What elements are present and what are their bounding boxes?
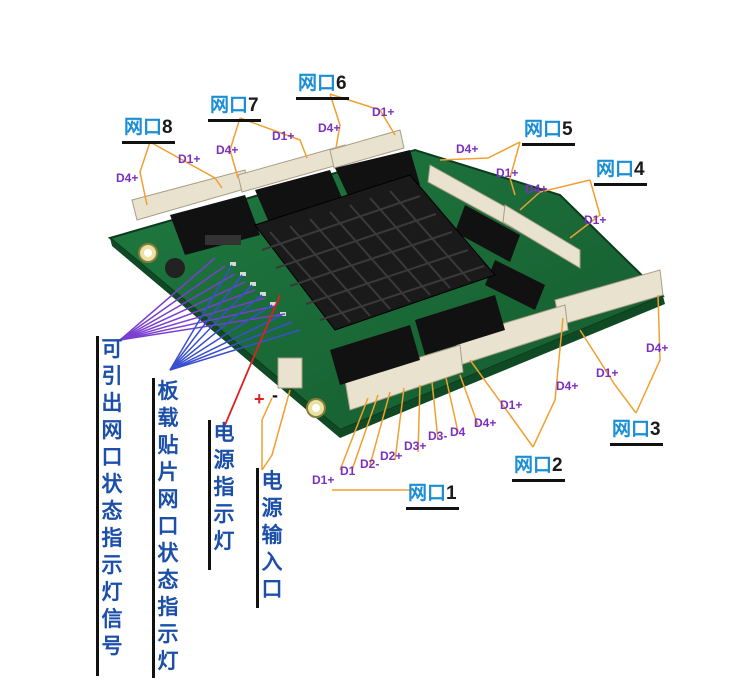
port-label-7: 网口7 [208,95,261,122]
pin-label: D4+ [116,171,139,185]
onboard-led-lines [169,264,301,371]
onboard-led-label: 板载贴片网口状态指示灯 [157,380,179,673]
pin-label: D2+ [380,449,403,463]
pin-label: D4+ [318,121,341,135]
power-minus-sign: - [272,385,278,405]
port-1-text: 网口1 [408,483,457,504]
pin-label: D1+ [312,473,335,487]
pin-label: D4+ [474,416,497,430]
port-label-3: 网口3 [610,419,663,446]
port-7-text: 网口7 [210,95,259,116]
pin-label: D4+ [646,341,669,355]
port-label-2: 网口2 [512,455,565,482]
connector-port4 [502,204,581,269]
port-label-6: 网口6 [296,73,349,100]
pin-label: D4+ [216,143,239,157]
port-label-4: 网口4 [594,159,647,186]
port-label-8: 网口8 [122,117,175,144]
power-led-label: 电源指示灯 [213,422,235,553]
pin-label: D4 [450,425,466,439]
port-3-text: 网口3 [612,419,661,440]
led-signal-label: 可引出网口状态指示灯信号 [101,338,123,658]
power-led-bar [208,420,211,570]
pin-label: D2- [360,457,380,471]
pin-label: D4+ [525,182,548,196]
power-input-label: 电源输入口 [261,470,283,601]
power-led-line [224,294,281,426]
pin-label: D3- [428,429,448,443]
pin-label: D4+ [456,142,479,156]
connector-port6 [329,129,405,169]
pin-label: D1+ [272,129,295,143]
pin-label: D1+ [178,152,201,166]
port-8-text: 网口8 [124,117,173,138]
connector-port1 [344,344,464,411]
power-input-bracket [261,397,273,470]
onboard-led-bar [152,378,155,678]
port-label-1: 网口1 [406,483,459,510]
power-plus-sign: + [254,389,265,409]
port-5-text: 网口5 [524,119,573,140]
pin-label: D1+ [496,166,519,180]
led-signal-bar [96,336,99,676]
pin-label: D1+ [584,213,607,227]
pin-label: D3+ [404,439,427,453]
port-2-text: 网口2 [514,455,563,476]
pin-label: D4+ [556,379,579,393]
power-input-connector [277,357,303,389]
pin-label: D1+ [596,366,619,380]
port-4-text: 网口4 [596,159,645,180]
pin-label: D1+ [500,398,523,412]
port-6-text: 网口6 [298,73,347,94]
pin-label: D1+ [372,105,395,119]
pin-label: D1 [340,464,356,478]
port-label-5: 网口5 [522,119,575,146]
power-input-bar [256,468,259,608]
